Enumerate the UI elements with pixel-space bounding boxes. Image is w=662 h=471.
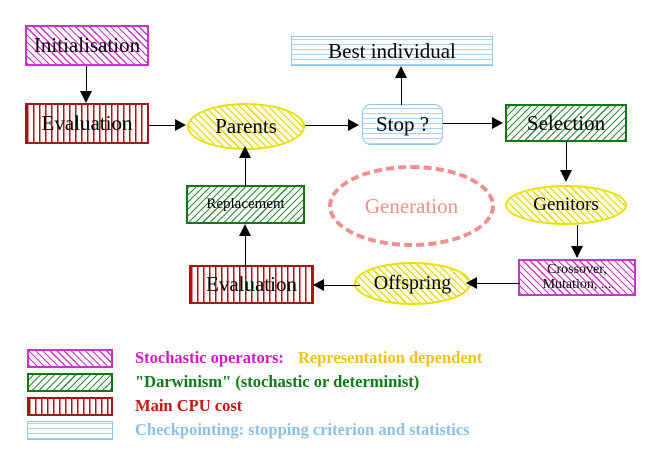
edge-crossover-to-offspring-arrowhead [466,277,477,289]
edge-stop-to-best-individual-arrowhead [395,66,407,78]
legend-label-checkpointing: Checkpointing: stopping criterion and st… [135,420,470,439]
node-replacement-label: Replacement [206,195,285,212]
node-genitors-label: Genitors [533,194,599,216]
legend-row-checkpointing: Checkpointing: stopping criterion and st… [27,420,470,440]
legend-row-main-cpu-cost: Main CPU cost [27,396,242,416]
edge-stop-to-best-individual [401,70,403,105]
node-generation-label: Generation [364,193,459,218]
edge-crossover-to-offspring [470,283,520,285]
legend-label-stochastic-operators-part2: Representation dependent [297,348,483,367]
node-best-individual-label: Best individual [328,38,456,63]
edge-replacement-to-parents [245,150,247,186]
edge-stop-to-selection-arrowhead [492,117,503,129]
edge-offspring-to-evaluation [314,285,360,287]
node-offspring[interactable]: Offspring [354,262,471,305]
node-genitors[interactable]: Genitors [505,185,627,225]
node-crossover-mutation[interactable]: Crossover, Mutation, ... [518,259,636,296]
legend-label-stochastic-operators-part1: Stochastic operators: [135,348,284,367]
node-best-individual[interactable]: Best individual [291,36,493,66]
edge-parents-to-stop [305,125,357,127]
edge-stop-to-selection [443,123,501,125]
edge-selection-to-genitors [566,142,568,174]
edge-parents-to-stop-arrowhead [348,119,359,131]
edge-evaluation-to-parents-arrowhead [175,119,186,131]
legend-swatch-red-vertical-lines [27,396,113,416]
node-stop[interactable]: Stop ? [362,104,443,145]
legend-swatch-green-diagonal-hatch [27,372,113,392]
node-replacement[interactable]: Replacement [186,185,305,224]
edge-replacement-to-parents-arrowhead [239,146,251,158]
node-initialisation[interactable]: Initialisation [25,25,149,66]
legend-label-main-cpu-cost: Main CPU cost [135,396,243,415]
edge-initialisation-to-evaluation-arrowhead [80,91,92,103]
legend-label-darwinism: "Darwinism" (stochastic or determinist) [135,372,420,391]
edge-offspring-to-evaluation-arrowhead [313,279,324,291]
node-parents-label: Parents [215,114,277,139]
legend-row-stochastic-operators: Stochastic operators: Representation depe… [27,348,482,368]
node-stop-label: Stop ? [375,112,430,137]
edge-evaluation-to-replacement-arrowhead [239,224,251,236]
node-selection[interactable]: Selection [505,104,627,142]
edge-evaluation-to-replacement [245,228,247,268]
legend-row-darwinism: "Darwinism" (stochastic or determinist) [27,372,419,392]
node-initialisation-label: Initialisation [33,33,141,58]
legend-swatch-magenta-diagonal-hatch [27,348,113,368]
edge-selection-to-genitors-arrowhead [560,170,572,182]
legend-label-stochastic-operators: Stochastic operators: Representation depe… [135,348,482,368]
legend-swatch-blue-horizontal-lines [27,420,113,440]
node-evaluation-bottom[interactable]: Evaluation [189,265,314,304]
edge-initialisation-to-evaluation [86,66,88,96]
node-generation: Generation [328,165,495,247]
node-evaluation-top[interactable]: Evaluation [25,103,149,144]
node-crossover-mutation-label: Crossover, Mutation, ... [542,261,612,292]
edge-evaluation-to-parents [149,125,181,127]
node-selection-label: Selection [526,110,606,135]
node-evaluation-top-label: Evaluation [41,111,133,136]
node-parents[interactable]: Parents [187,103,305,150]
node-offspring-label: Offspring [373,272,452,294]
edge-genitors-to-crossover [577,225,579,257]
edge-genitors-to-crossover-arrowhead [571,246,583,258]
node-evaluation-bottom-label: Evaluation [206,272,297,297]
